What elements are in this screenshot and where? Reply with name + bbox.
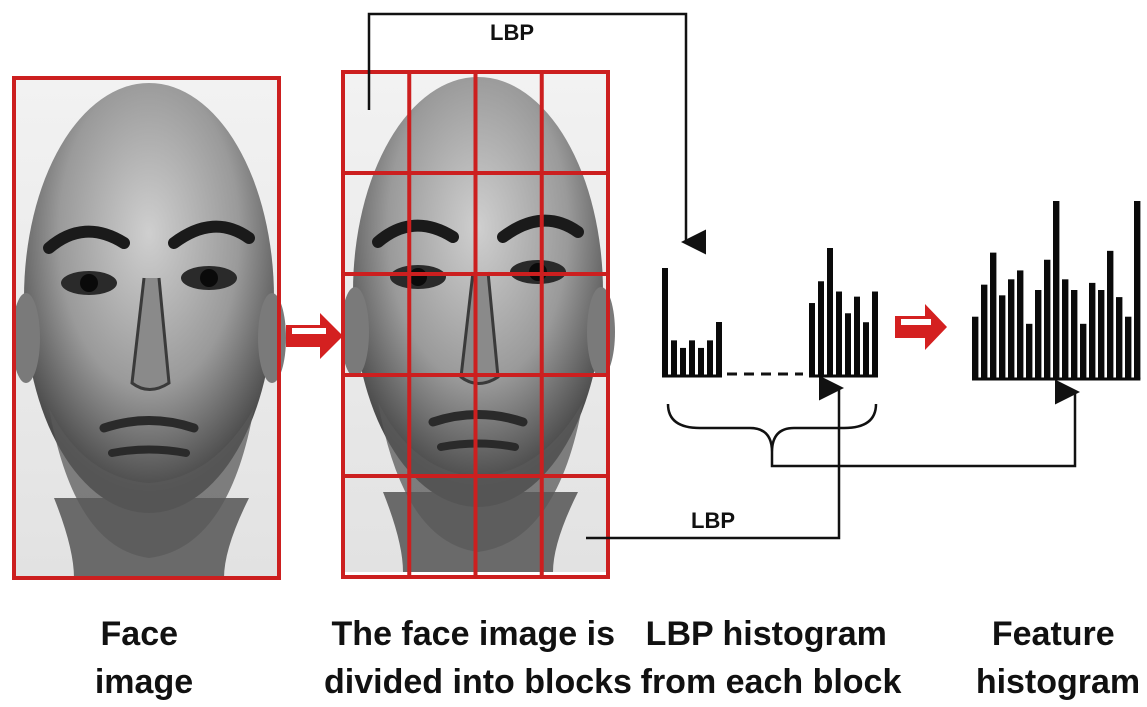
lbp-bottom-label: LBP [691,508,735,533]
feature-histogram-bar [1071,290,1077,379]
block-histogram-last [809,248,878,376]
caption-block-histogram: LBP histogram from each block [641,615,902,701]
caption-feature-histogram-line1: Feature [992,615,1115,653]
feature-histogram-bar [1026,324,1032,379]
feature-histogram-bar [999,295,1005,379]
feature-histogram-bar [1089,283,1095,379]
block-histogram-first-bar [662,268,668,376]
red-arrow-2 [895,304,947,350]
feature-histogram-bar [1098,290,1104,379]
feature-histogram-bar [1044,260,1050,379]
caption-face-image: Face image [95,615,193,701]
block-histogram-first-bar [680,348,686,376]
caption-block-histogram-line2: from each block [641,663,902,701]
caption-blocks: The face image is divided into blocks [324,615,632,701]
block-histogram-last-bar [854,297,860,376]
block-histogram-first-bar [689,340,695,376]
feature-histogram-bar [1116,297,1122,379]
feature-histogram [972,201,1140,379]
feature-histogram-bar [1125,317,1131,379]
red-arrow-1 [286,313,343,359]
block-histogram-first [662,268,722,376]
caption-block-histogram-line1: LBP histogram [646,615,887,653]
block-histogram-first-bar [716,322,722,376]
block-histogram-last-bar [818,281,824,376]
blocks-panel [341,72,615,577]
feature-histogram-bar [972,317,978,379]
histogram-brace [668,404,876,452]
feature-histogram-bar [1017,270,1023,379]
face-photo-blocks [341,72,615,572]
block-histogram-last-bar [845,313,851,376]
block-histogram-last-bar [863,322,869,376]
caption-face-image-line2: image [95,663,193,701]
block-histogram-last-bar [827,248,833,376]
feature-histogram-bar [1062,279,1068,379]
face-photo [12,78,286,578]
caption-feature-histogram: Feature histogram [976,615,1140,701]
caption-feature-histogram-line2: histogram [976,663,1140,701]
block-histogram-first-bar [707,340,713,376]
face-image-panel [12,78,286,578]
feature-histogram-bar [1053,201,1059,379]
block-histogram-last-bar [809,303,815,376]
feature-histogram-bar [1080,324,1086,379]
block-histogram-last-bar [836,292,842,376]
feature-histogram-bar [1134,201,1140,379]
caption-face-image-line1: Face [101,615,179,653]
block-histogram-last-bar [872,292,878,376]
caption-blocks-line2: divided into blocks [324,663,632,701]
feature-histogram-bar [1035,290,1041,379]
block-histogram-first-bar [671,340,677,376]
feature-histogram-bar [990,253,996,379]
caption-blocks-line1: The face image is [332,615,615,653]
feature-histogram-bar [981,285,987,379]
feature-histogram-bar [1008,279,1014,379]
lbp-top-label: LBP [490,20,534,45]
feature-histogram-bar [1107,251,1113,379]
block-histogram-first-bar [698,348,704,376]
